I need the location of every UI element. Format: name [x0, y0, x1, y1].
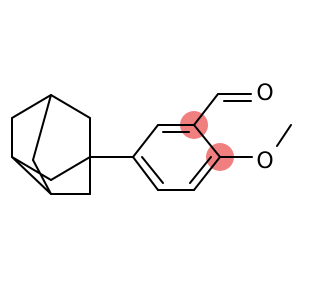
bond-cage-11 — [11, 156, 52, 181]
bond-aldehyde-carbon — [193, 93, 219, 126]
bond-cage-2 — [50, 94, 91, 119]
benzene-ring — [132, 124, 221, 191]
aldehyde-group — [193, 93, 252, 126]
bond-cage-10 — [50, 156, 91, 181]
bond-ring-6-double — [141, 156, 164, 184]
bond-cage-3 — [11, 94, 52, 119]
molecule-diagram: O O — [11, 81, 292, 195]
carbonyl-oxygen-label: O — [256, 81, 273, 106]
bond-cage-9 — [32, 159, 52, 195]
structure-canvas: O O — [11, 81, 292, 195]
methoxy-group — [219, 124, 292, 158]
bond-ring-3 — [193, 124, 221, 158]
bond-ring-4-double — [189, 156, 212, 184]
adamantane-cage — [11, 94, 91, 195]
methoxy-oxygen-label: O — [256, 149, 273, 174]
bond-ring-1 — [132, 124, 159, 158]
bond-cage-5 — [11, 156, 52, 195]
bond-ring-4 — [193, 156, 221, 191]
bond-cage-8 — [32, 94, 52, 161]
bond-oxygen-to-methyl — [276, 124, 292, 147]
bond-ring-6 — [132, 156, 159, 191]
